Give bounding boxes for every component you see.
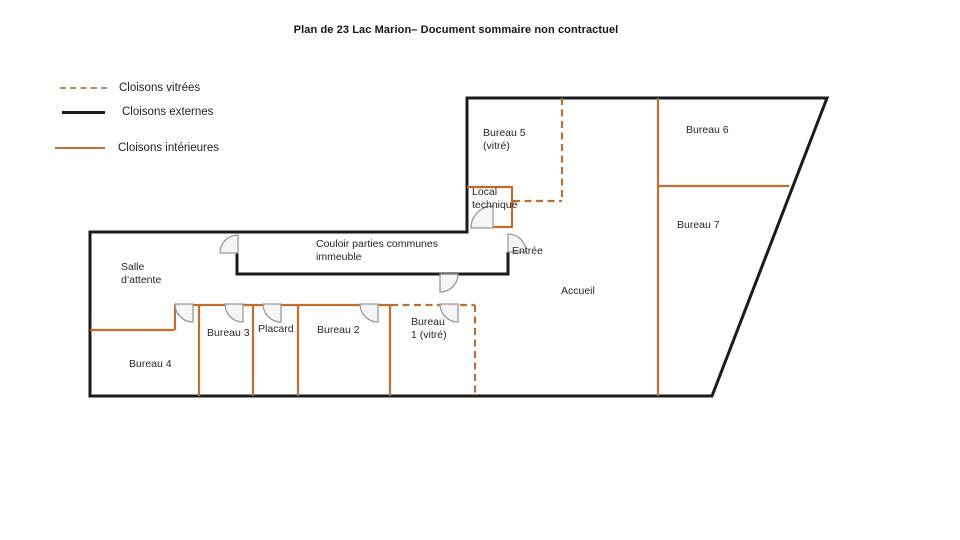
legend-item-cloisons-vitrees: Cloisons vitrées: [60, 81, 200, 95]
room-label-bureau-1: Bureau 1 (vitré): [411, 316, 447, 341]
legend-label: Cloisons intérieures: [118, 142, 219, 154]
corridor-bottom-door-swing-icon: [439, 273, 459, 293]
room-label-bureau-7: Bureau 7: [677, 219, 720, 231]
room-label-bureau-4: Bureau 4: [129, 358, 172, 370]
room-label-couloir: Couloir parties communes immeuble: [316, 238, 438, 263]
room-label-salle-attente: Salle d’attente: [121, 261, 162, 286]
bureau3-left-door-swing-icon: [174, 303, 194, 323]
external-walls-path: [88, 96, 830, 398]
room-label-bureau-6: Bureau 6: [686, 124, 729, 136]
bureau2-door-swing-icon: [359, 303, 379, 323]
legend-label: Cloisons externes: [122, 106, 214, 118]
room-label-bureau-5: Bureau 5 (vitré): [483, 127, 526, 152]
plan-title: Plan de 23 Lac Marion– Document sommaire…: [293, 24, 619, 36]
bureau3-right-door-swing-icon: [224, 303, 244, 323]
legend-item-cloisons-externes: Cloisons externes: [62, 105, 213, 119]
room-label-bureau-2: Bureau 2: [317, 324, 360, 336]
corridor-walls-path: [235, 252, 510, 276]
solid-orange-line-swatch-icon: [55, 147, 105, 149]
legend-item-cloisons-interieures: Cloisons intérieures: [55, 141, 219, 155]
entree-door-swing-icon: [507, 233, 527, 253]
room-label-placard: Placard: [258, 323, 294, 335]
local-technique-door-swing-icon: [470, 205, 494, 229]
legend-label: Cloisons vitrées: [119, 82, 201, 94]
glazed-partitions-path: [391, 98, 564, 396]
bureau1-door-swing-icon: [439, 303, 459, 323]
door-swings: [174, 205, 527, 323]
room-label-entree: Entrée: [512, 245, 543, 257]
placard-door-swing-icon: [262, 303, 282, 323]
room-label-local-technique: Local technique: [472, 186, 518, 211]
corridor-left-door-swing-icon: [219, 234, 239, 254]
room-label-accueil: Accueil: [561, 285, 595, 297]
solid-black-line-swatch-icon: [62, 110, 105, 114]
interior-walls-path: [90, 98, 789, 396]
dashed-line-swatch-icon: [60, 87, 107, 89]
room-label-bureau-3: Bureau 3: [207, 327, 250, 339]
